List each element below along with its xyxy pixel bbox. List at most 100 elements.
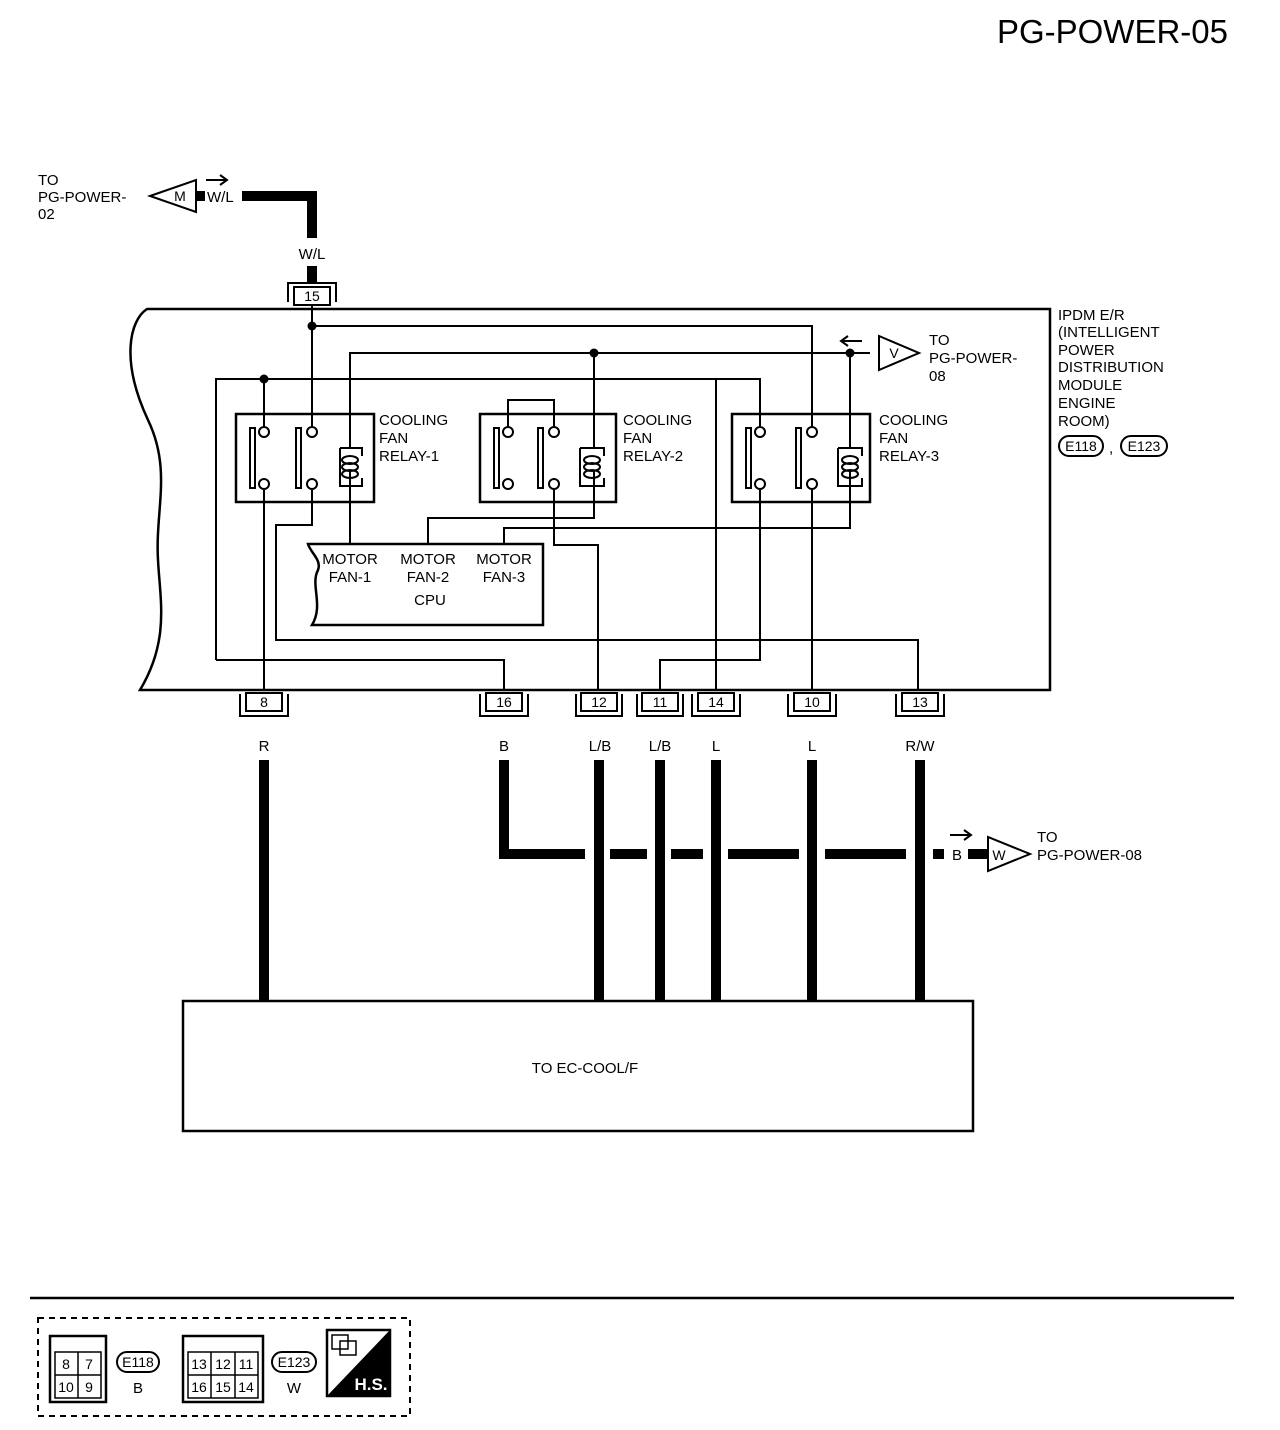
relay-2-label-line: RELAY-2	[623, 448, 683, 465]
relay-contact	[795, 427, 802, 489]
ipdm-label-line: (INTELLIGENT	[1058, 324, 1160, 341]
connector-e123-face: 13 12 11 16 15 14	[181, 1334, 265, 1404]
connector-separator: ,	[1109, 440, 1113, 457]
motor-fan-2-label: MOTOR	[400, 551, 456, 568]
legend-frame	[37, 1317, 411, 1417]
ec-cool-box	[181, 999, 975, 1133]
internal-wiring	[215, 305, 919, 690]
legend-connector-id: E123	[278, 1354, 311, 1370]
cpu-label: CPU	[414, 592, 446, 609]
connector-e118-face: 8 7 10 9	[48, 1334, 108, 1404]
motor-fan-3-label: FAN-3	[483, 569, 526, 586]
connector-w-arrow-icon	[987, 835, 1033, 873]
top-wire-color: W/L	[207, 189, 234, 206]
v-to-label: TO	[929, 332, 950, 349]
pin-number: 13	[191, 1356, 207, 1372]
relay-1-label-line: FAN	[379, 430, 408, 447]
pin-number: 10	[804, 694, 820, 710]
relay-2-label-line: COOLING	[623, 412, 692, 429]
pin-number: 10	[58, 1379, 74, 1395]
pin-number: 9	[85, 1379, 93, 1395]
hs-label: H.S.	[354, 1375, 387, 1394]
relay-contact	[295, 427, 302, 489]
relay-contact	[249, 427, 256, 489]
ipdm-label-line: IPDM E/R	[1058, 307, 1125, 324]
pin-number: 7	[85, 1356, 93, 1372]
ground-wire-color: B	[952, 847, 962, 864]
relay-1-label-line: COOLING	[379, 412, 448, 429]
motor-fan-1-label: MOTOR	[322, 551, 378, 568]
connector-legend: 8 7 10 9 E118 B 13 12 11 16 15 14 E123 W	[37, 1317, 411, 1417]
direction-arrow-icon	[839, 335, 862, 347]
pin-number: 13	[912, 694, 928, 710]
relay-1: COOLING FAN RELAY-1	[234, 412, 448, 504]
ground-to-ref: PG-POWER-08	[1037, 847, 1142, 864]
top-heavy-wire	[242, 191, 317, 238]
ipdm-label-line: POWER	[1058, 342, 1115, 359]
connector-w-letter: W	[992, 847, 1006, 863]
direction-arrow-icon	[206, 174, 229, 186]
pin-16: 16 B	[479, 692, 529, 755]
motor-fan-2-label: FAN-2	[407, 569, 450, 586]
pin-11: 11 L/B	[636, 692, 684, 755]
relay-2-label-line: FAN	[623, 430, 652, 447]
pin-number: 11	[653, 694, 668, 710]
relay-coil-frame	[579, 447, 605, 487]
wire-color-label: L/B	[589, 738, 612, 755]
ipdm-label-line: ENGINE	[1058, 395, 1116, 412]
relay-coil-frame	[339, 447, 363, 487]
wire-stub	[196, 191, 205, 201]
v-connection: V TO PG-POWER- 08	[839, 332, 1017, 385]
relay-1-box	[234, 412, 376, 504]
relay-coil-frame	[837, 447, 863, 487]
legend-connector-id: E118	[122, 1354, 154, 1370]
ground-to-label: TO	[1037, 829, 1058, 846]
top-to-ref-line2: 02	[38, 206, 55, 223]
pin-14: 14 L	[691, 692, 741, 755]
v-to-ref-line1: PG-POWER-	[929, 350, 1017, 367]
wire-color-label: L/B	[649, 738, 672, 755]
heavy-wires	[259, 760, 944, 1000]
wire-color-label: B	[499, 738, 509, 755]
pin-number: 15	[215, 1379, 231, 1395]
pin-number: 14	[708, 694, 724, 710]
ipdm-label-line: ROOM)	[1058, 413, 1110, 430]
legend-connector-color: W	[287, 1380, 302, 1397]
connector-badge-e118	[116, 1351, 160, 1373]
top-to-ref-line1: PG-POWER-	[38, 189, 126, 206]
legend-connector-color: B	[133, 1380, 143, 1397]
cpu-outline	[306, 542, 545, 627]
ground-connection: B W TO PG-POWER-08	[950, 829, 1142, 873]
wire-color-label: L	[712, 738, 720, 755]
cpu-block: MOTOR FAN-1 MOTOR FAN-2 MOTOR FAN-3 CPU	[306, 542, 545, 627]
relay-contact	[537, 427, 544, 489]
connector-id-e118: E118	[1065, 438, 1097, 454]
top-vertical-wire-color: W/L	[299, 246, 326, 263]
pin-number: 12	[215, 1356, 231, 1372]
pin-number: 16	[496, 694, 512, 710]
connector-v-letter: V	[889, 345, 899, 361]
relay-contact	[745, 427, 752, 489]
connector-badge-e123	[271, 1351, 317, 1373]
ipdm-label-line: MODULE	[1058, 377, 1122, 394]
pin-8: 8 R	[239, 692, 289, 755]
pin-15-housing	[287, 282, 337, 302]
top-connection: TO PG-POWER- 02 M W/L W/L 15	[38, 172, 337, 306]
connector-badge-e118	[1058, 435, 1104, 457]
top-wire-stub	[307, 266, 317, 284]
connector-id-e123: E123	[1128, 438, 1161, 454]
top-to-label: TO	[38, 172, 59, 189]
connector-badge-e123	[1120, 435, 1168, 457]
relay-3: COOLING FAN RELAY-3	[730, 412, 948, 504]
relay-3-box	[730, 412, 872, 504]
wire-color-label: R/W	[905, 738, 935, 755]
ipdm-label-line: DISTRIBUTION	[1058, 359, 1164, 376]
pin-12: 12 L/B	[575, 692, 623, 755]
relay-3-label-line: COOLING	[879, 412, 948, 429]
wire-color-label: R	[259, 738, 270, 755]
connector-m-letter: M	[174, 188, 186, 204]
connector-v-arrow-icon	[878, 334, 922, 372]
pin-number: 11	[239, 1356, 254, 1372]
ipdm-label: IPDM E/R (INTELLIGENT POWER DISTRIBUTION…	[1058, 307, 1168, 457]
